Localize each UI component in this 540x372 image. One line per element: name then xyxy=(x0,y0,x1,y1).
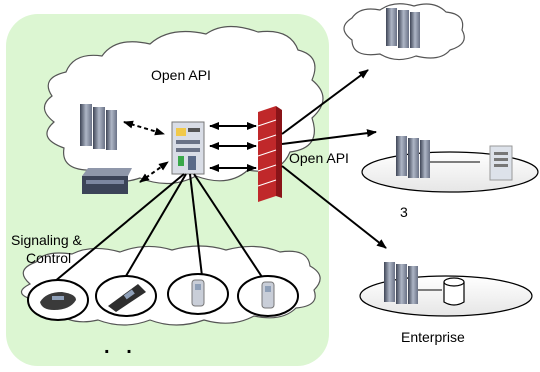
control-label: Control xyxy=(26,250,72,266)
enterprise-label: Enterprise xyxy=(401,329,465,345)
signaling-line xyxy=(125,173,187,277)
handset-device-icon xyxy=(191,279,205,307)
signaling-line xyxy=(53,173,185,283)
arrow-to-enterprise xyxy=(281,165,387,249)
device-oval xyxy=(167,273,229,315)
server-rack-icon xyxy=(80,104,117,150)
server-rack-icon xyxy=(489,145,513,181)
signaling-line xyxy=(189,173,203,277)
handset-device-icon xyxy=(108,284,146,312)
database-cylinder-icon xyxy=(443,277,465,306)
site-3 xyxy=(361,136,539,193)
site-number-label: 3 xyxy=(400,204,408,220)
gateway-server-icon xyxy=(171,121,205,175)
open-api-firewall-label: Open API xyxy=(289,150,349,166)
open-api-cloud-label: Open API xyxy=(151,67,211,83)
device-oval xyxy=(95,275,157,317)
server-rack-icon xyxy=(396,136,430,178)
handset-device-icon xyxy=(40,292,76,310)
dashed-arrow-storage xyxy=(139,161,169,183)
brick-firewall-icon xyxy=(257,106,282,202)
enterprise-site xyxy=(359,262,533,317)
signaling-line xyxy=(193,173,265,281)
ellipsis-dots: . . xyxy=(104,336,132,358)
device-oval xyxy=(237,275,299,317)
arrow-to-site-3 xyxy=(281,129,377,145)
server-rack-icon xyxy=(386,8,420,48)
storage-unit-icon xyxy=(82,168,132,194)
signaling-label: Signaling & xyxy=(11,232,82,248)
device-oval xyxy=(27,279,89,321)
server-rack-icon xyxy=(384,262,418,304)
internet-cloud xyxy=(343,3,465,61)
handset-device-icon xyxy=(261,281,275,309)
arrow-to-internet xyxy=(281,69,369,135)
